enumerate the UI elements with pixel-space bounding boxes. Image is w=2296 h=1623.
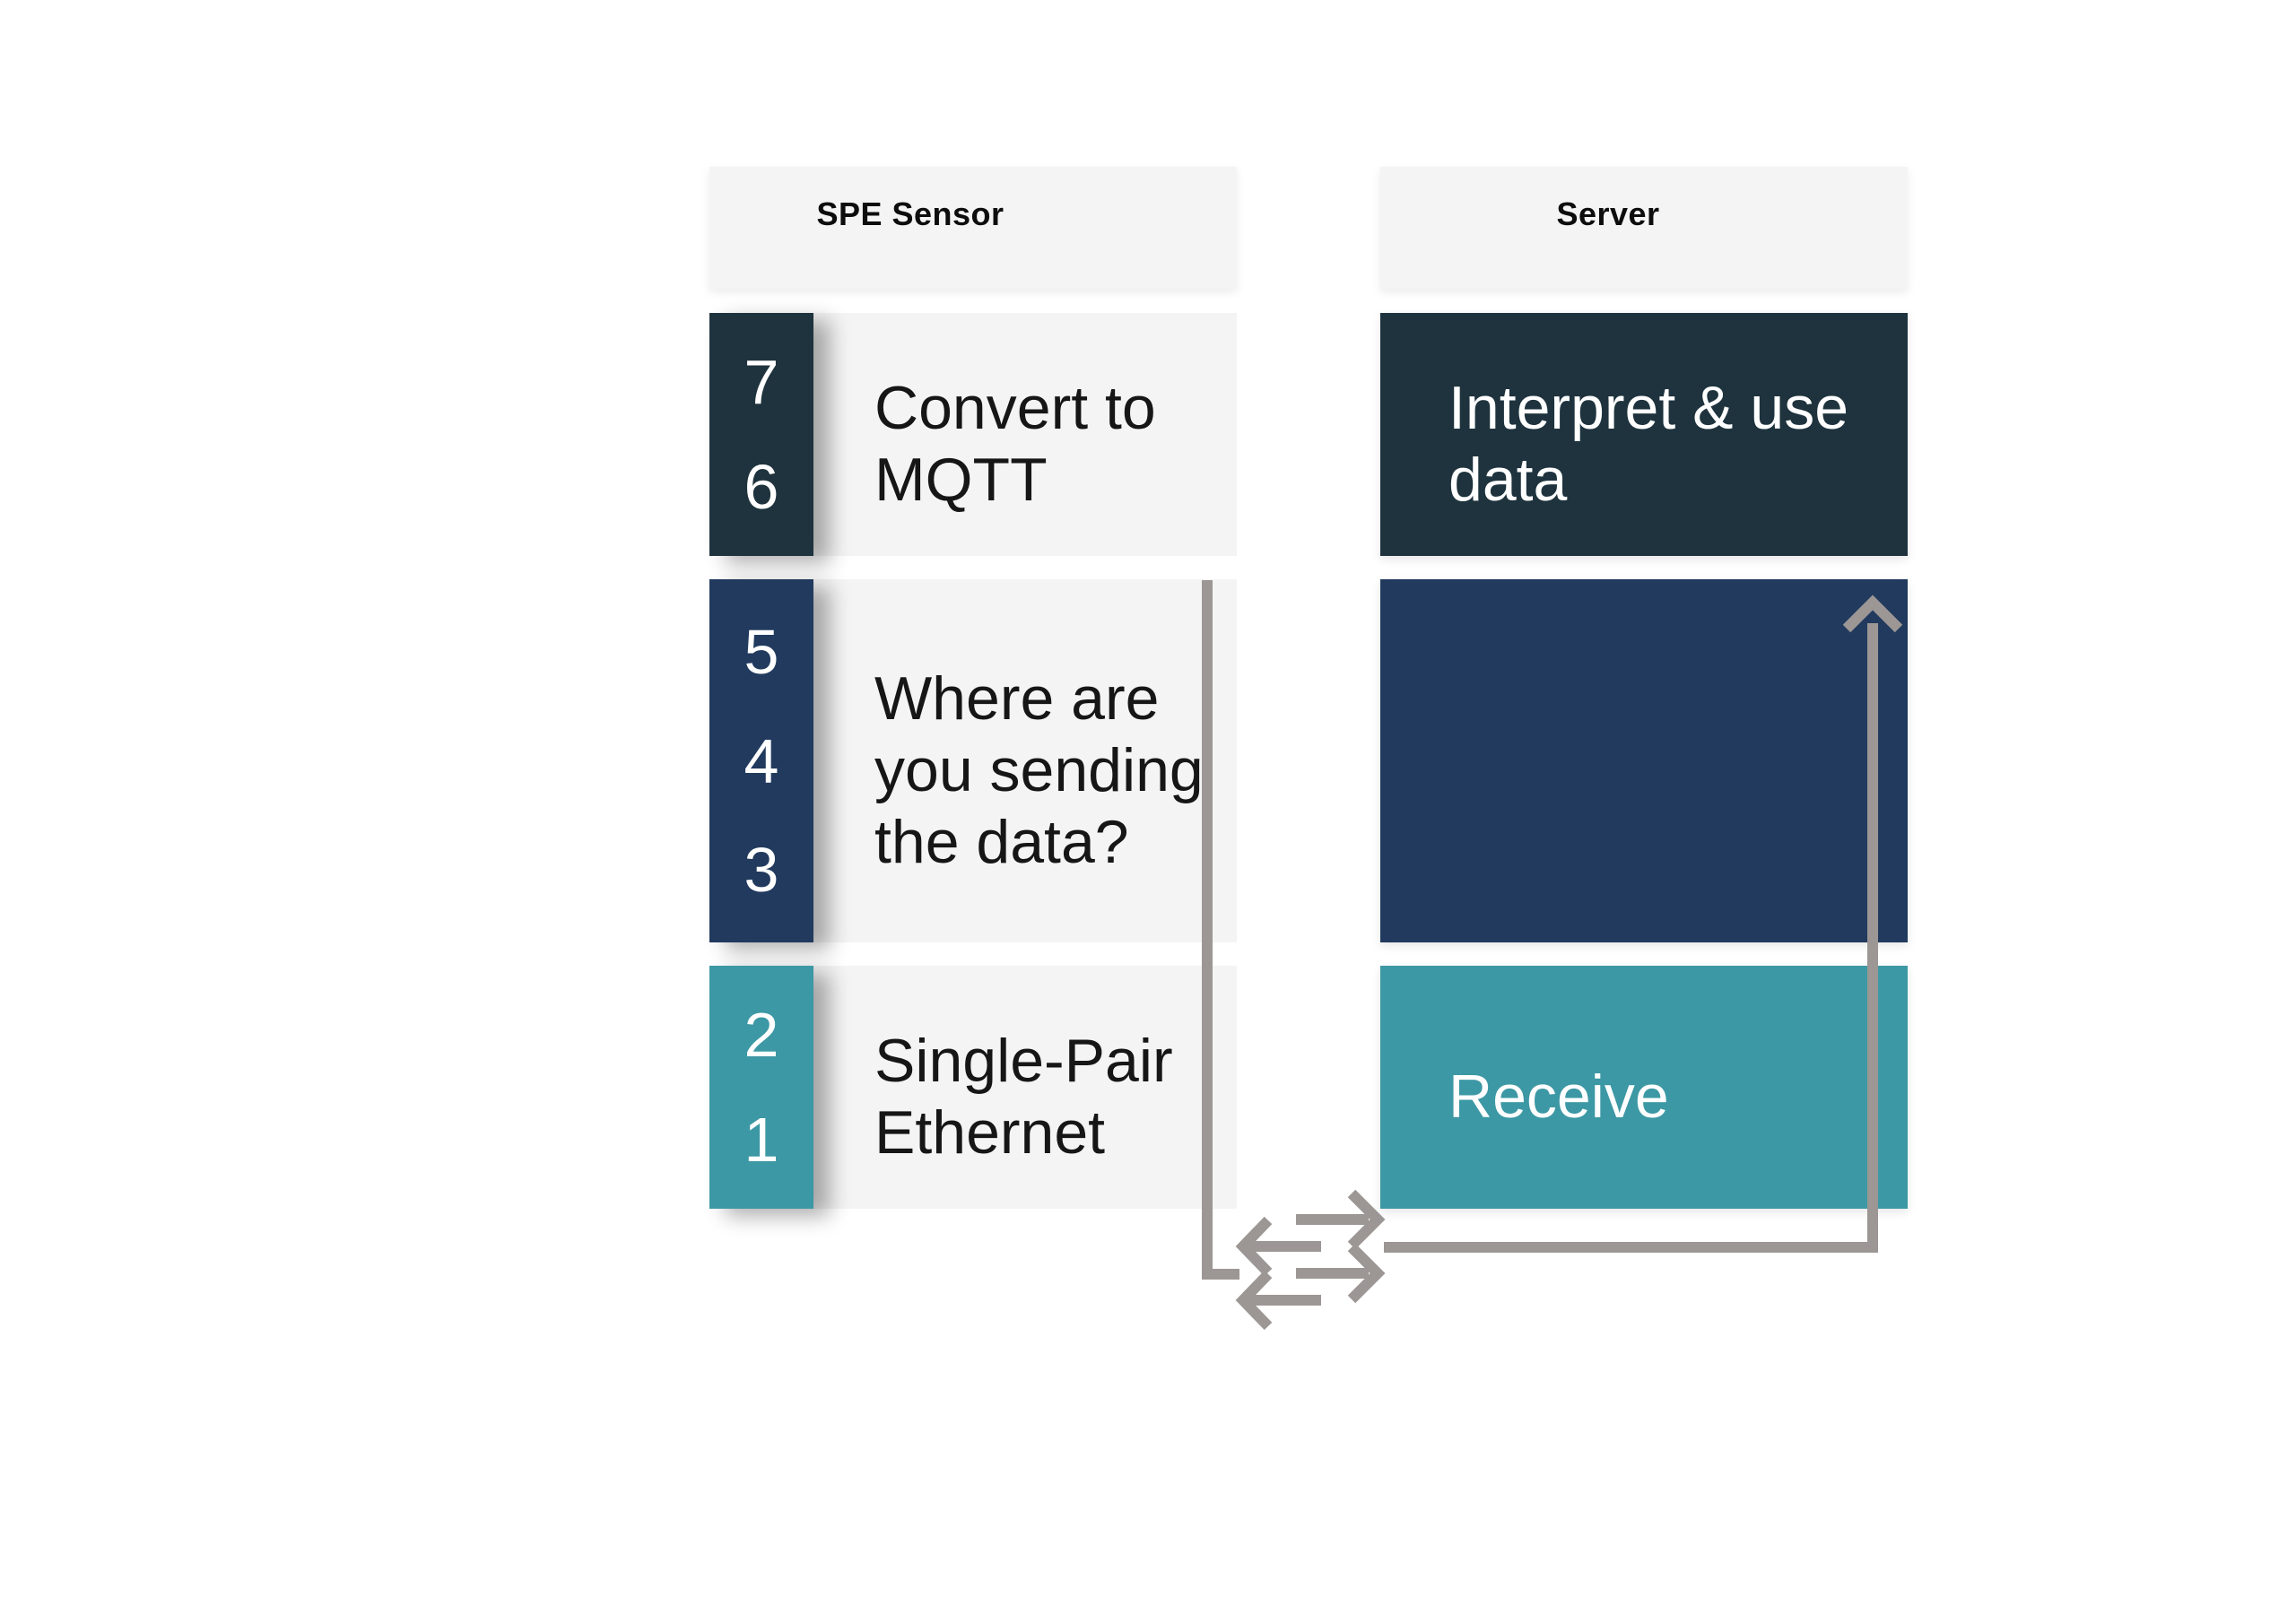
server-column-header: Server bbox=[1380, 167, 1908, 289]
server-box-middle-layers bbox=[1380, 579, 1908, 942]
sensor-row-layers-5-4-3: 5 4 3 Where are you sending the data? bbox=[709, 579, 1237, 942]
exchange-arrow-right-1-head-icon bbox=[1347, 1189, 1386, 1250]
layer-number: 3 bbox=[744, 834, 779, 905]
sensor-row-layers-7-6: 7 6 Convert to MQTT bbox=[709, 313, 1237, 556]
layer-numbers-7-6: 7 6 bbox=[709, 313, 813, 556]
server-box-receive: Receive bbox=[1380, 966, 1908, 1209]
server-box-interpret-use-data: Interpret & use data bbox=[1380, 313, 1908, 556]
sensor-row-label-where-sending: Where are you sending the data? bbox=[813, 579, 1237, 942]
layer-number: 5 bbox=[744, 617, 779, 688]
exchange-arrow-left-2-head-icon bbox=[1235, 1270, 1273, 1331]
layer-number: 2 bbox=[744, 1000, 779, 1070]
layer-number: 4 bbox=[744, 725, 779, 796]
exchange-arrow-left-1-head-icon bbox=[1235, 1216, 1273, 1277]
layer-number: 1 bbox=[744, 1105, 779, 1175]
server-column-title: Server bbox=[1556, 195, 1660, 232]
exchange-arrow-right-2-head-icon bbox=[1347, 1243, 1386, 1304]
sensor-row-label-convert-to-mqtt: Convert to MQTT bbox=[813, 313, 1237, 556]
layer-numbers-5-4-3: 5 4 3 bbox=[709, 579, 813, 942]
sensor-column-header: SPE Sensor bbox=[709, 167, 1237, 289]
sensor-row-layers-2-1: 2 1 Single-Pair Ethernet bbox=[709, 966, 1237, 1209]
layer-number: 7 bbox=[744, 347, 779, 417]
layer-number: 6 bbox=[744, 452, 779, 522]
sensor-row-label-single-pair-ethernet: Single-Pair Ethernet bbox=[813, 966, 1237, 1209]
layer-numbers-2-1: 2 1 bbox=[709, 966, 813, 1209]
sensor-column-title: SPE Sensor bbox=[816, 195, 1004, 232]
